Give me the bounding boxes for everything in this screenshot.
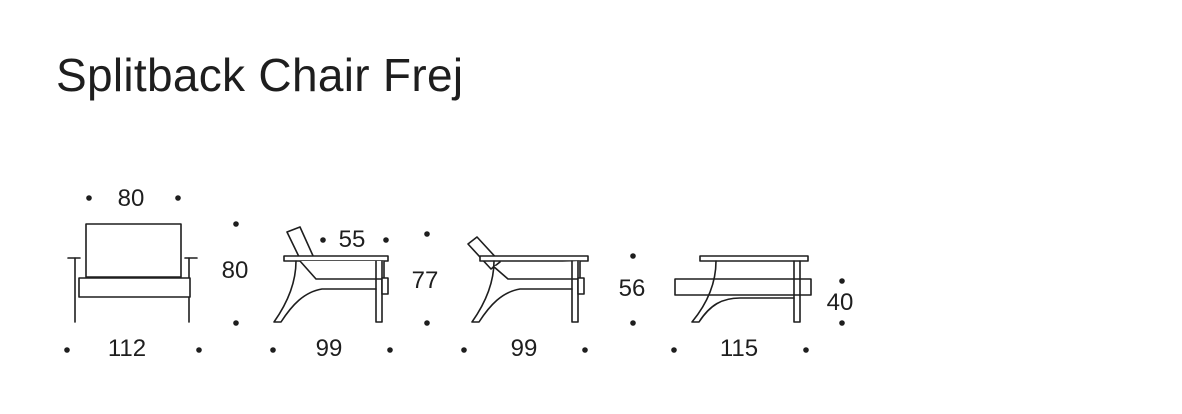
reclined-front-block <box>577 277 585 295</box>
front-backrest <box>85 223 182 278</box>
front-seat-cushion <box>78 277 191 298</box>
reclined-seat-cushion <box>492 261 581 280</box>
upright-seat-cushion <box>299 260 385 280</box>
flat-height-dot-top <box>839 278 845 284</box>
upright-bottom-dot-right <box>387 347 393 353</box>
upright-bottom-dot-left <box>270 347 276 353</box>
flat-height-dot-bottom <box>839 320 845 326</box>
reclined-height: 56 <box>619 275 646 302</box>
flat-armrest <box>699 255 809 262</box>
front-top-dot-right <box>175 195 181 201</box>
side-flat-chair <box>674 255 812 323</box>
front-bottom-dot-left <box>64 347 70 353</box>
reclined-backrest <box>467 236 501 270</box>
flat-bottom-dot-left <box>671 347 677 353</box>
reclined-armrest <box>479 255 589 262</box>
flat-height: 40 <box>827 289 854 316</box>
flat-front-leg <box>793 260 801 323</box>
upright-armrest <box>283 255 389 262</box>
upright-height: 77 <box>412 267 439 294</box>
flat-bottom-depth: 115 <box>720 335 758 362</box>
upright-seat-depth: 55 <box>339 226 366 253</box>
side-upright-chair <box>273 226 389 323</box>
front-top-width: 80 <box>118 185 145 212</box>
upright-seat-dot-right <box>383 237 389 243</box>
reclined-bottom-dot-right <box>582 347 588 353</box>
side-reclined-chair <box>467 236 589 323</box>
page-title: Splitback Chair Frej <box>56 49 464 101</box>
front-top-dot-left <box>86 195 92 201</box>
upright-front-block <box>381 277 389 295</box>
front-height-dot-top <box>233 221 239 227</box>
reclined-bottom-dot-left <box>461 347 467 353</box>
flat-bottom-dot-right <box>803 347 809 353</box>
upright-bottom-depth: 99 <box>316 335 343 362</box>
upright-back-leg <box>273 260 377 323</box>
front-view-chair <box>67 223 198 323</box>
reclined-bottom-depth: 99 <box>511 335 538 362</box>
front-bottom-width: 112 <box>108 335 146 362</box>
upright-seat-dot-left <box>320 237 326 243</box>
flat-cushion <box>674 278 812 296</box>
front-height-dot-bottom <box>233 320 239 326</box>
front-bottom-dot-right <box>196 347 202 353</box>
upright-height-dot-bottom <box>424 320 430 326</box>
flat-back-leg <box>691 260 795 323</box>
reclined-back-leg <box>471 260 573 323</box>
upright-height-dot-top <box>424 231 430 237</box>
reclined-height-dot-bottom <box>630 320 636 326</box>
reclined-height-dot-top <box>630 253 636 259</box>
front-height: 80 <box>222 257 249 284</box>
